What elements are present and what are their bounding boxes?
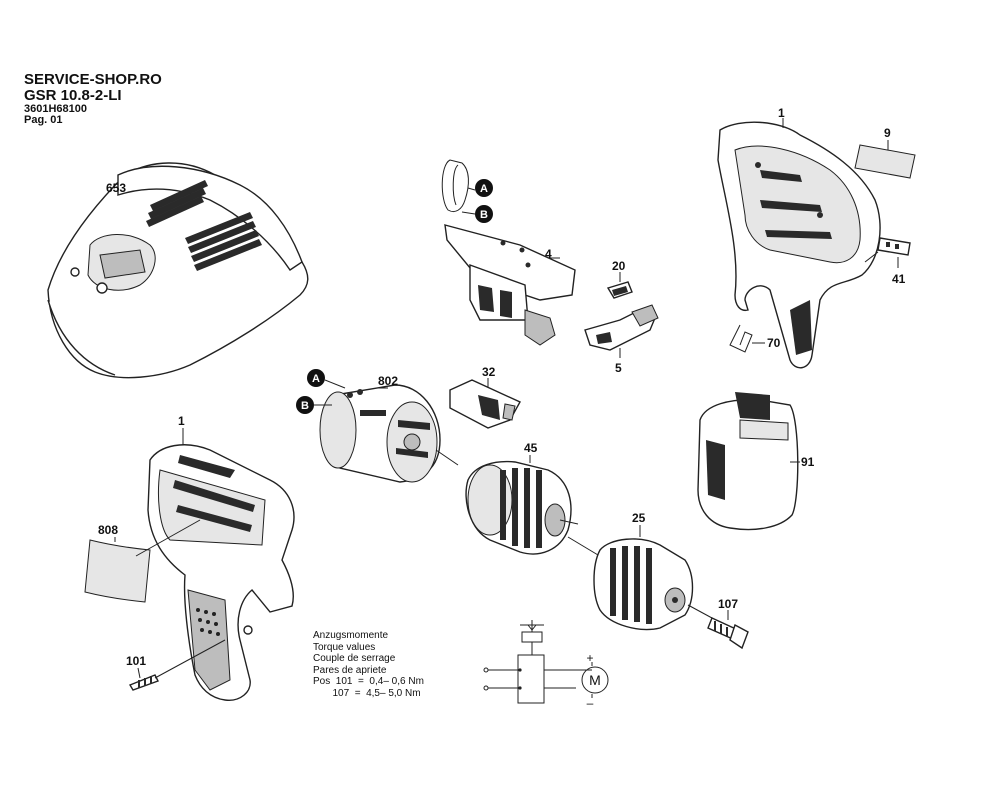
label-808 xyxy=(84,539,151,603)
part-label-70: 70 xyxy=(767,336,781,350)
chuck-25 xyxy=(593,538,694,631)
part-label-25: 25 xyxy=(632,511,646,525)
marker-b-switch: B xyxy=(475,205,493,223)
part-label-101: 101 xyxy=(126,654,146,668)
motor-802 xyxy=(319,384,459,483)
diagram-header: SERVICE-SHOP.RO GSR 10.8-2-LI 3601H68100… xyxy=(24,72,162,127)
motor-symbol xyxy=(581,666,609,694)
svg-text:B: B xyxy=(480,209,488,221)
svg-text:A: A xyxy=(480,183,488,195)
battery-91 xyxy=(697,392,799,531)
torque-title-de: Anzugsmomente xyxy=(313,630,389,641)
part-32 xyxy=(449,379,521,429)
model-name: GSR 10.8-2-LI xyxy=(24,86,122,104)
part-70 xyxy=(729,324,753,353)
circuit-schematic: M + – xyxy=(483,620,609,710)
svg-text:A: A xyxy=(312,373,320,385)
part-label-653: 653 xyxy=(106,181,126,195)
torque-table: Anzugsmomente Torque values Couple de se… xyxy=(313,630,424,699)
svg-text:B: B xyxy=(301,400,309,412)
part-label-45: 45 xyxy=(524,441,538,455)
part-label-9: 9 xyxy=(884,126,891,140)
part-label-808: 808 xyxy=(98,523,118,537)
torque-row-107: 107 = 4,5– 5,0 Nm xyxy=(313,687,421,699)
torque-title-en: Torque values xyxy=(313,641,376,653)
torque-row-101: Pos 101 = 0,4– 0,6 Nm xyxy=(313,676,424,687)
svg-text:M: M xyxy=(589,672,601,688)
part-label-32: 32 xyxy=(482,365,496,379)
plus-sign: + xyxy=(586,651,593,665)
housing-half-1-lower xyxy=(147,444,295,701)
screw-101 xyxy=(128,674,159,691)
label-9 xyxy=(854,144,916,179)
charger-653 xyxy=(47,162,309,379)
reverser-5 xyxy=(584,304,659,351)
part-label-1-bottom: 1 xyxy=(178,414,185,428)
switch-4 xyxy=(441,159,576,346)
part-label-107: 107 xyxy=(718,597,738,611)
part-label-41: 41 xyxy=(892,272,906,286)
part-41 xyxy=(877,237,911,256)
marker-a-switch: A xyxy=(475,179,493,197)
marker-b-motor: B xyxy=(296,396,314,414)
part-label-5: 5 xyxy=(615,361,622,375)
shop-name: SERVICE-SHOP.RO xyxy=(24,71,162,88)
torque-title-fr: Couple de serrage xyxy=(313,653,396,664)
marker-a-motor: A xyxy=(307,369,325,387)
torque-title-ro: Pares de apriete xyxy=(313,664,387,676)
part-label-802: 802 xyxy=(378,374,398,388)
minus-sign: – xyxy=(587,696,594,710)
part-label-20: 20 xyxy=(612,259,626,273)
screw-107 xyxy=(707,617,749,650)
part-label-1-top: 1 xyxy=(778,106,785,120)
article-number: 3601H68100 xyxy=(24,102,88,115)
part-label-91: 91 xyxy=(801,455,815,469)
part-label-4: 4 xyxy=(545,247,552,261)
housing-half-1 xyxy=(717,121,881,369)
gearbox-45 xyxy=(465,460,579,555)
page-number: Pag. 01 xyxy=(24,114,63,127)
part-20 xyxy=(606,281,633,299)
